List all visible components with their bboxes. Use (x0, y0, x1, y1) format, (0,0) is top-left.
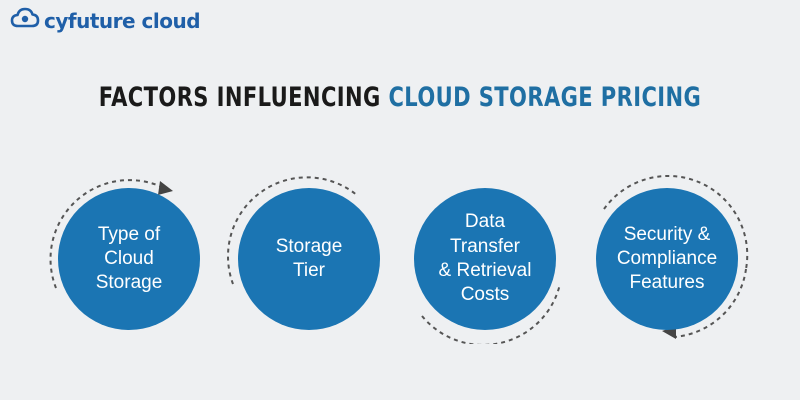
factor-label: Type of Cloud Storage (95, 223, 163, 294)
title-part-1: FACTORS INFLUENCING (98, 82, 381, 113)
factor-label: Storage Tier (275, 235, 343, 281)
dashed-ring (421, 283, 561, 344)
page-title: FACTORS INFLUENCING CLOUD STORAGE PRICIN… (88, 82, 712, 113)
title-part-2: CLOUD STORAGE PRICING (388, 82, 702, 113)
dashed-ring (49, 179, 173, 289)
factor-label: Security & Compliance Features (616, 223, 718, 294)
cloud-logo-icon (10, 6, 40, 35)
factor-circle-data-transfer-retrieval-costs: Data Transfer & Retrieval Costs (414, 188, 556, 330)
factor-item-4: Security & Compliance Features (582, 174, 752, 344)
factor-circle-type-of-cloud-storage: Type of Cloud Storage (58, 188, 200, 330)
brand-name: cyfuture cloud (44, 8, 201, 33)
factor-item-3: Data Transfer & Retrieval Costs (400, 174, 570, 344)
factor-item-2: Storage Tier (224, 174, 394, 344)
brand-logo: cyfuture cloud (10, 6, 201, 35)
factor-item-1: Type of Cloud Storage (44, 174, 214, 344)
dashed-ring (226, 176, 359, 285)
factor-label: Data Transfer & Retrieval Costs (438, 211, 532, 306)
factor-circle-storage-tier: Storage Tier (238, 188, 380, 330)
factor-circle-security-compliance-features: Security & Compliance Features (596, 188, 738, 330)
